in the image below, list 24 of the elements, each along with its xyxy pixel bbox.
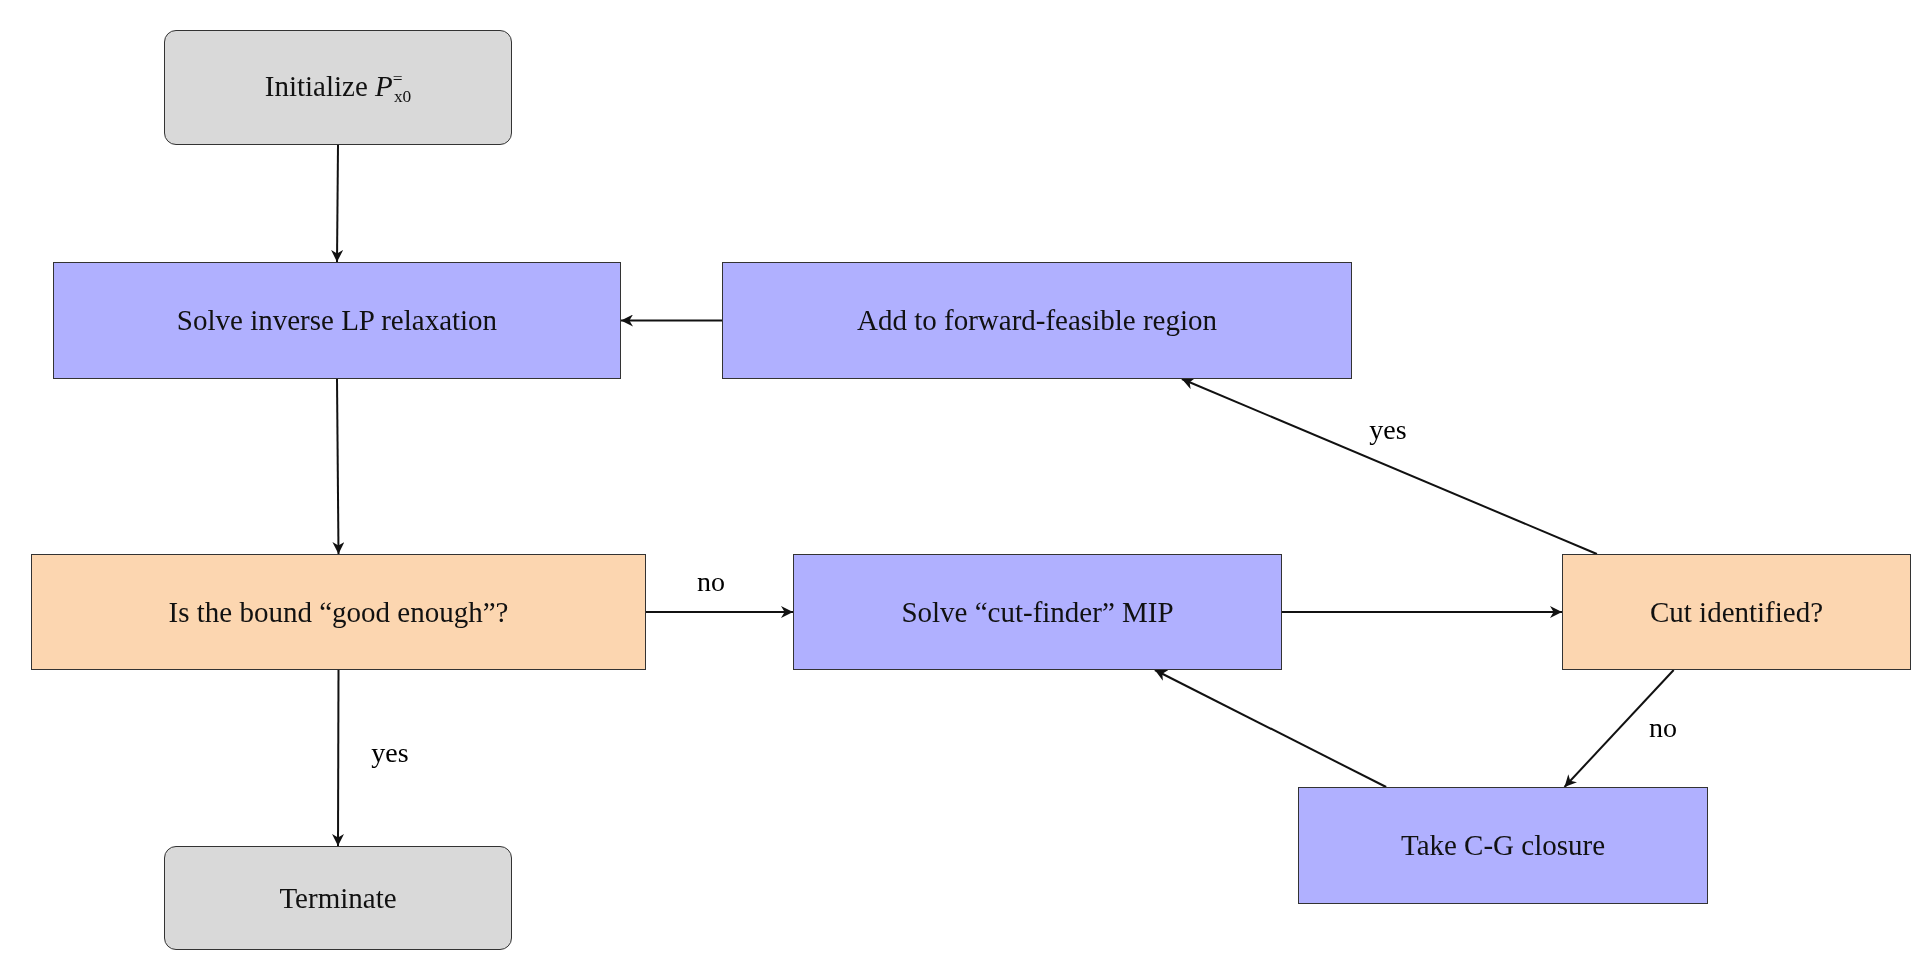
process-box (722, 262, 1352, 379)
arrow (331, 144, 344, 263)
box-label: Solve “cut-finder” MIP (901, 595, 1174, 629)
terminal-box (164, 30, 512, 145)
process-box (53, 262, 621, 379)
box-label: Add to forward-feasible region (857, 304, 1217, 337)
process-box (1298, 787, 1708, 904)
arrow (332, 378, 345, 555)
arrow (332, 669, 345, 847)
terminal-box (164, 846, 512, 950)
process-box (793, 554, 1282, 670)
box-label: Is the bound “good enough”? (168, 595, 509, 629)
box-label: Cut identified? (1649, 595, 1824, 629)
arrow (1180, 378, 1598, 555)
arrow (620, 314, 723, 327)
arrow (645, 606, 794, 618)
decision-box (31, 554, 646, 670)
arrow (1281, 606, 1563, 618)
decision-box (1562, 554, 1911, 670)
box-label: Terminate (279, 881, 397, 915)
arrow (1153, 669, 1388, 788)
arrow (1563, 669, 1675, 788)
box-label: Take C-G closure (1400, 829, 1606, 862)
box-label: Solve inverse LP relaxation (176, 304, 498, 337)
